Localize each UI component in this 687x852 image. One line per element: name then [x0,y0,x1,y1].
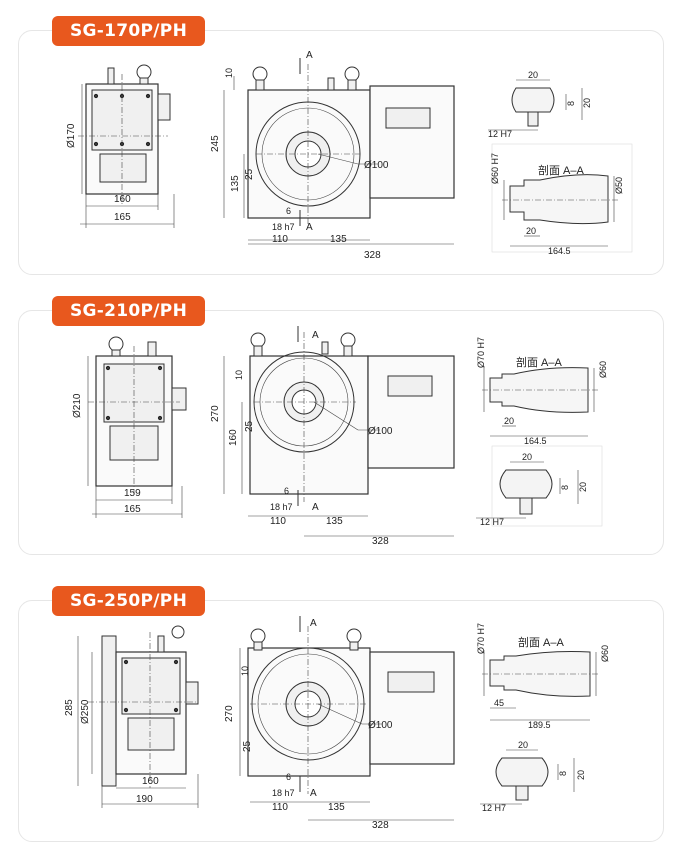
slot-label: 6 [284,486,289,496]
key-detail [476,445,603,527]
section-length: 164.5 [548,246,571,256]
section-aa-view [491,143,633,253]
height-small: 25 [242,740,253,752]
height-small: 25 [244,168,255,180]
section-aa-label: 剖面 A–A [518,635,565,649]
section-right-dia: Ø50 [614,177,624,194]
front-width-inner: 160 [142,776,159,787]
section-title-2: SG-210P/PH [52,296,206,326]
front-width-inner: 160 [114,194,131,205]
section-right-dia: Ø60 [600,645,610,662]
section-mark-a-bottom: A [306,222,313,233]
section-title-3: SG-250P/PH [52,586,206,616]
section-aa-label: 剖面 A–A [516,355,563,369]
top-dim: 10 [224,68,234,78]
height-center: 160 [228,429,239,446]
side-view [239,616,455,821]
width-a: 110 [270,516,286,527]
detail-top: 20 [528,70,538,80]
front-view [77,625,199,808]
section-right-dia: Ø60 [598,361,608,378]
section-mark-a-top: A [306,50,313,61]
detail-fit: 12 H7 [488,129,512,139]
section-aa-label: 剖面 A–A [538,163,585,177]
section-left-dia: Ø70 H7 [476,337,486,368]
front-width-outer: 165 [124,504,141,515]
section-mark-a-bottom: A [310,788,317,799]
section-mark-a-top: A [312,330,319,341]
top-dim: 10 [240,666,250,676]
key-detail [488,79,583,131]
front-width-outer: 165 [114,212,131,223]
front-width-inner: 159 [124,488,141,499]
width-a: 110 [272,802,288,813]
section-length: 164.5 [524,436,547,446]
section-length: 189.5 [528,720,551,730]
side-view [223,326,455,537]
drawing-sg170: Ø170 160 165 10 245 135 25 Ø100 6 18 h7 … [66,50,633,261]
section-aa-view [482,366,598,437]
height-small: 25 [244,420,255,432]
bore-label: Ø100 [368,720,393,731]
slot-label: 6 [286,772,291,782]
front-height-label: Ø210 [72,393,83,418]
detail-a: 8 [560,485,570,490]
detail-top: 20 [522,452,532,462]
front-outer-height: 285 [64,699,75,716]
top-dim: 10 [234,370,244,380]
key-label: 18 h7 [272,788,295,798]
section-title-1: SG-170P/PH [52,16,206,46]
width-total: 328 [372,536,389,547]
width-b: 135 [326,516,343,527]
side-view [223,58,455,245]
width-total: 328 [372,820,389,831]
section-small: 20 [526,226,536,236]
detail-b: 20 [578,482,588,492]
detail-b: 20 [582,98,592,108]
key-label: 18 h7 [270,502,293,512]
drawing-sg250: 285 Ø250 160 190 10 270 25 Ø100 6 18 h7 … [64,616,610,831]
height-total: 270 [224,705,235,722]
width-b: 135 [328,802,345,813]
section-small: 20 [504,416,514,426]
bore-label: Ø100 [364,160,389,171]
detail-a: 8 [558,771,568,776]
section-small: 45 [494,698,504,708]
detail-fit: 12 H7 [480,517,504,527]
key-detail [480,749,575,805]
height-total: 245 [210,135,221,152]
detail-a: 8 [566,101,576,106]
bore-label: Ø100 [368,426,393,437]
front-height-label: Ø250 [80,699,91,724]
section-mark-a-bottom: A [312,502,319,513]
width-b: 135 [330,234,347,245]
key-label: 18 h7 [272,222,295,232]
height-total: 270 [210,405,221,422]
slot-label: 6 [286,206,291,216]
section-aa-view [482,650,600,721]
detail-top: 20 [518,740,528,750]
section-mark-a-top: A [310,618,317,629]
detail-fit: 12 H7 [482,803,506,813]
drawing-sg210: Ø210 159 165 10 270 160 25 Ø100 6 18 h7 … [72,326,608,547]
front-view [87,336,187,518]
section-left-dia: Ø60 H7 [490,153,500,184]
width-a: 110 [272,234,288,245]
front-view [78,64,175,228]
width-total: 328 [364,250,381,261]
front-width-outer: 190 [136,794,153,805]
detail-b: 20 [576,770,586,780]
front-height-label: Ø170 [66,123,77,148]
height-center: 135 [230,175,241,192]
section-left-dia: Ø70 H7 [476,623,486,654]
